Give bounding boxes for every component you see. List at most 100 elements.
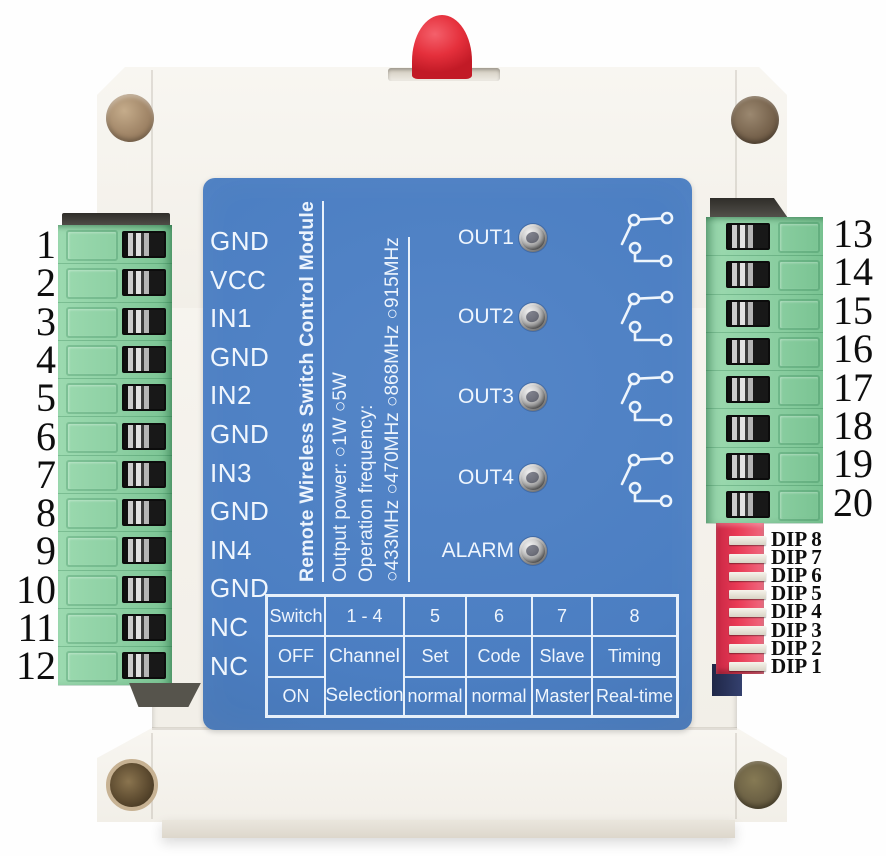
pin-number-right: 18 (833, 403, 873, 448)
dip-function-table: Switch 1 - 4 5 6 7 8 OFF Channel Selecti… (265, 594, 679, 718)
pin-number-left: 11 (17, 605, 56, 650)
table-header-8: 8 (592, 596, 677, 636)
terminal-cell (706, 332, 823, 372)
terminal-mold (66, 613, 118, 644)
terminal-screw (122, 345, 166, 373)
pin-number-left: 3 (36, 298, 56, 344)
led-reflection (524, 470, 541, 485)
terminal-mold (66, 651, 118, 683)
terminal-screw (122, 460, 166, 488)
pin-number-left: 7 (36, 451, 56, 497)
terminal-mold (66, 230, 118, 261)
pin-number-right: 14 (833, 249, 873, 295)
pin-number-left: 12 (16, 643, 56, 689)
terminal-screw (122, 422, 166, 450)
table-cell-normal-5: normal (404, 677, 466, 716)
terminal-cell (706, 370, 823, 410)
dip-lever (729, 535, 766, 545)
terminal-screw (122, 575, 166, 603)
left-block-bottom-shadow (129, 683, 201, 707)
dip-lever (729, 589, 766, 599)
terminal-mold (778, 375, 820, 407)
terminal-screw (726, 299, 770, 327)
pin-number-right: 15 (833, 287, 873, 333)
pin-number-left: 1 (36, 222, 56, 267)
alarm-label: ALARM (441, 539, 514, 562)
terminal-cell (58, 455, 172, 495)
terminal-screw (122, 384, 166, 412)
dip-label: DIP 5 (771, 581, 822, 606)
terminal-mold (66, 421, 118, 453)
dip-label: DIP 8 (771, 527, 822, 551)
pin-number-left: 10 (16, 566, 56, 612)
terminal-screw (726, 376, 770, 404)
frequency-options: ○433MHz ○470MHz ○868MHz ○915MHz (380, 237, 410, 582)
terminal-mold (66, 268, 118, 300)
corner-screw-top-right (731, 96, 779, 144)
terminal-screw (726, 261, 770, 289)
table-header-7: 7 (532, 596, 592, 636)
output-power-text: Output power: ○1W ○5W (330, 372, 351, 582)
table-cell-on: ON (267, 677, 325, 716)
right-terminal-block (706, 217, 823, 525)
out-label: OUT2 (457, 305, 514, 328)
table-cell-timing: Timing (592, 636, 677, 677)
case-seam-left (151, 70, 153, 255)
terminal-screw (122, 269, 166, 297)
terminal-cell (58, 263, 172, 303)
pin-number-right: 13 (833, 211, 873, 256)
led-reflection (524, 230, 541, 245)
corner-screw-bottom-right (734, 761, 782, 809)
terminal-screw (122, 499, 166, 527)
terminal-cell (58, 493, 172, 533)
table-cell-slave: Slave (532, 636, 592, 677)
dip-label: DIP 7 (771, 545, 822, 570)
terminal-screw (726, 223, 770, 250)
pin-label: IN2 (210, 380, 252, 411)
terminal-cell (58, 531, 172, 571)
led-indicator (519, 224, 547, 252)
alarm-led-indicator (519, 537, 547, 565)
led-indicator (519, 383, 547, 411)
terminal-cell (58, 570, 172, 609)
dip-label: DIP 1 (771, 653, 822, 678)
corner-screw-bottom-left (106, 759, 158, 811)
terminal-mold (66, 574, 118, 606)
terminal-screw (122, 652, 166, 680)
pin-label: IN4 (210, 534, 252, 565)
table-cell-channel-selection: Channel Selection (325, 636, 404, 716)
terminal-cell (706, 294, 823, 333)
relay-contact-icon (616, 449, 680, 512)
dip-label: DIP 6 (771, 563, 822, 588)
terminal-cell (58, 417, 172, 456)
relay-contact-icon (616, 368, 680, 431)
terminal-mold (778, 260, 820, 292)
terminal-mold (778, 298, 820, 330)
terminal-screw (122, 614, 166, 641)
terminal-cell (706, 255, 823, 295)
channel-line: Channel (329, 645, 400, 667)
terminal-cell (58, 378, 172, 418)
terminal-cell (58, 340, 172, 380)
terminal-cell (706, 447, 823, 487)
terminal-mold (66, 344, 118, 376)
pin-number-left: 6 (36, 413, 56, 459)
pin-number-left: 2 (36, 260, 56, 306)
table-cell-master: Master (532, 677, 592, 716)
terminal-screw (122, 537, 166, 565)
led-indicator (519, 303, 547, 331)
terminal-mold (66, 498, 118, 530)
corner-screw-top-left (106, 94, 154, 142)
terminal-mold (778, 490, 820, 522)
terminal-cell (58, 302, 172, 341)
terminal-mold (66, 459, 118, 491)
table-cell-normal-6: normal (466, 677, 532, 716)
table-header-5: 5 (404, 596, 466, 636)
left-terminal-block (58, 225, 172, 686)
pin-label: VCC (210, 264, 267, 295)
dip-lever (729, 644, 766, 654)
out-label: OUT4 (457, 466, 514, 489)
pin-number-left: 5 (36, 375, 56, 421)
led-reflection (524, 543, 541, 558)
